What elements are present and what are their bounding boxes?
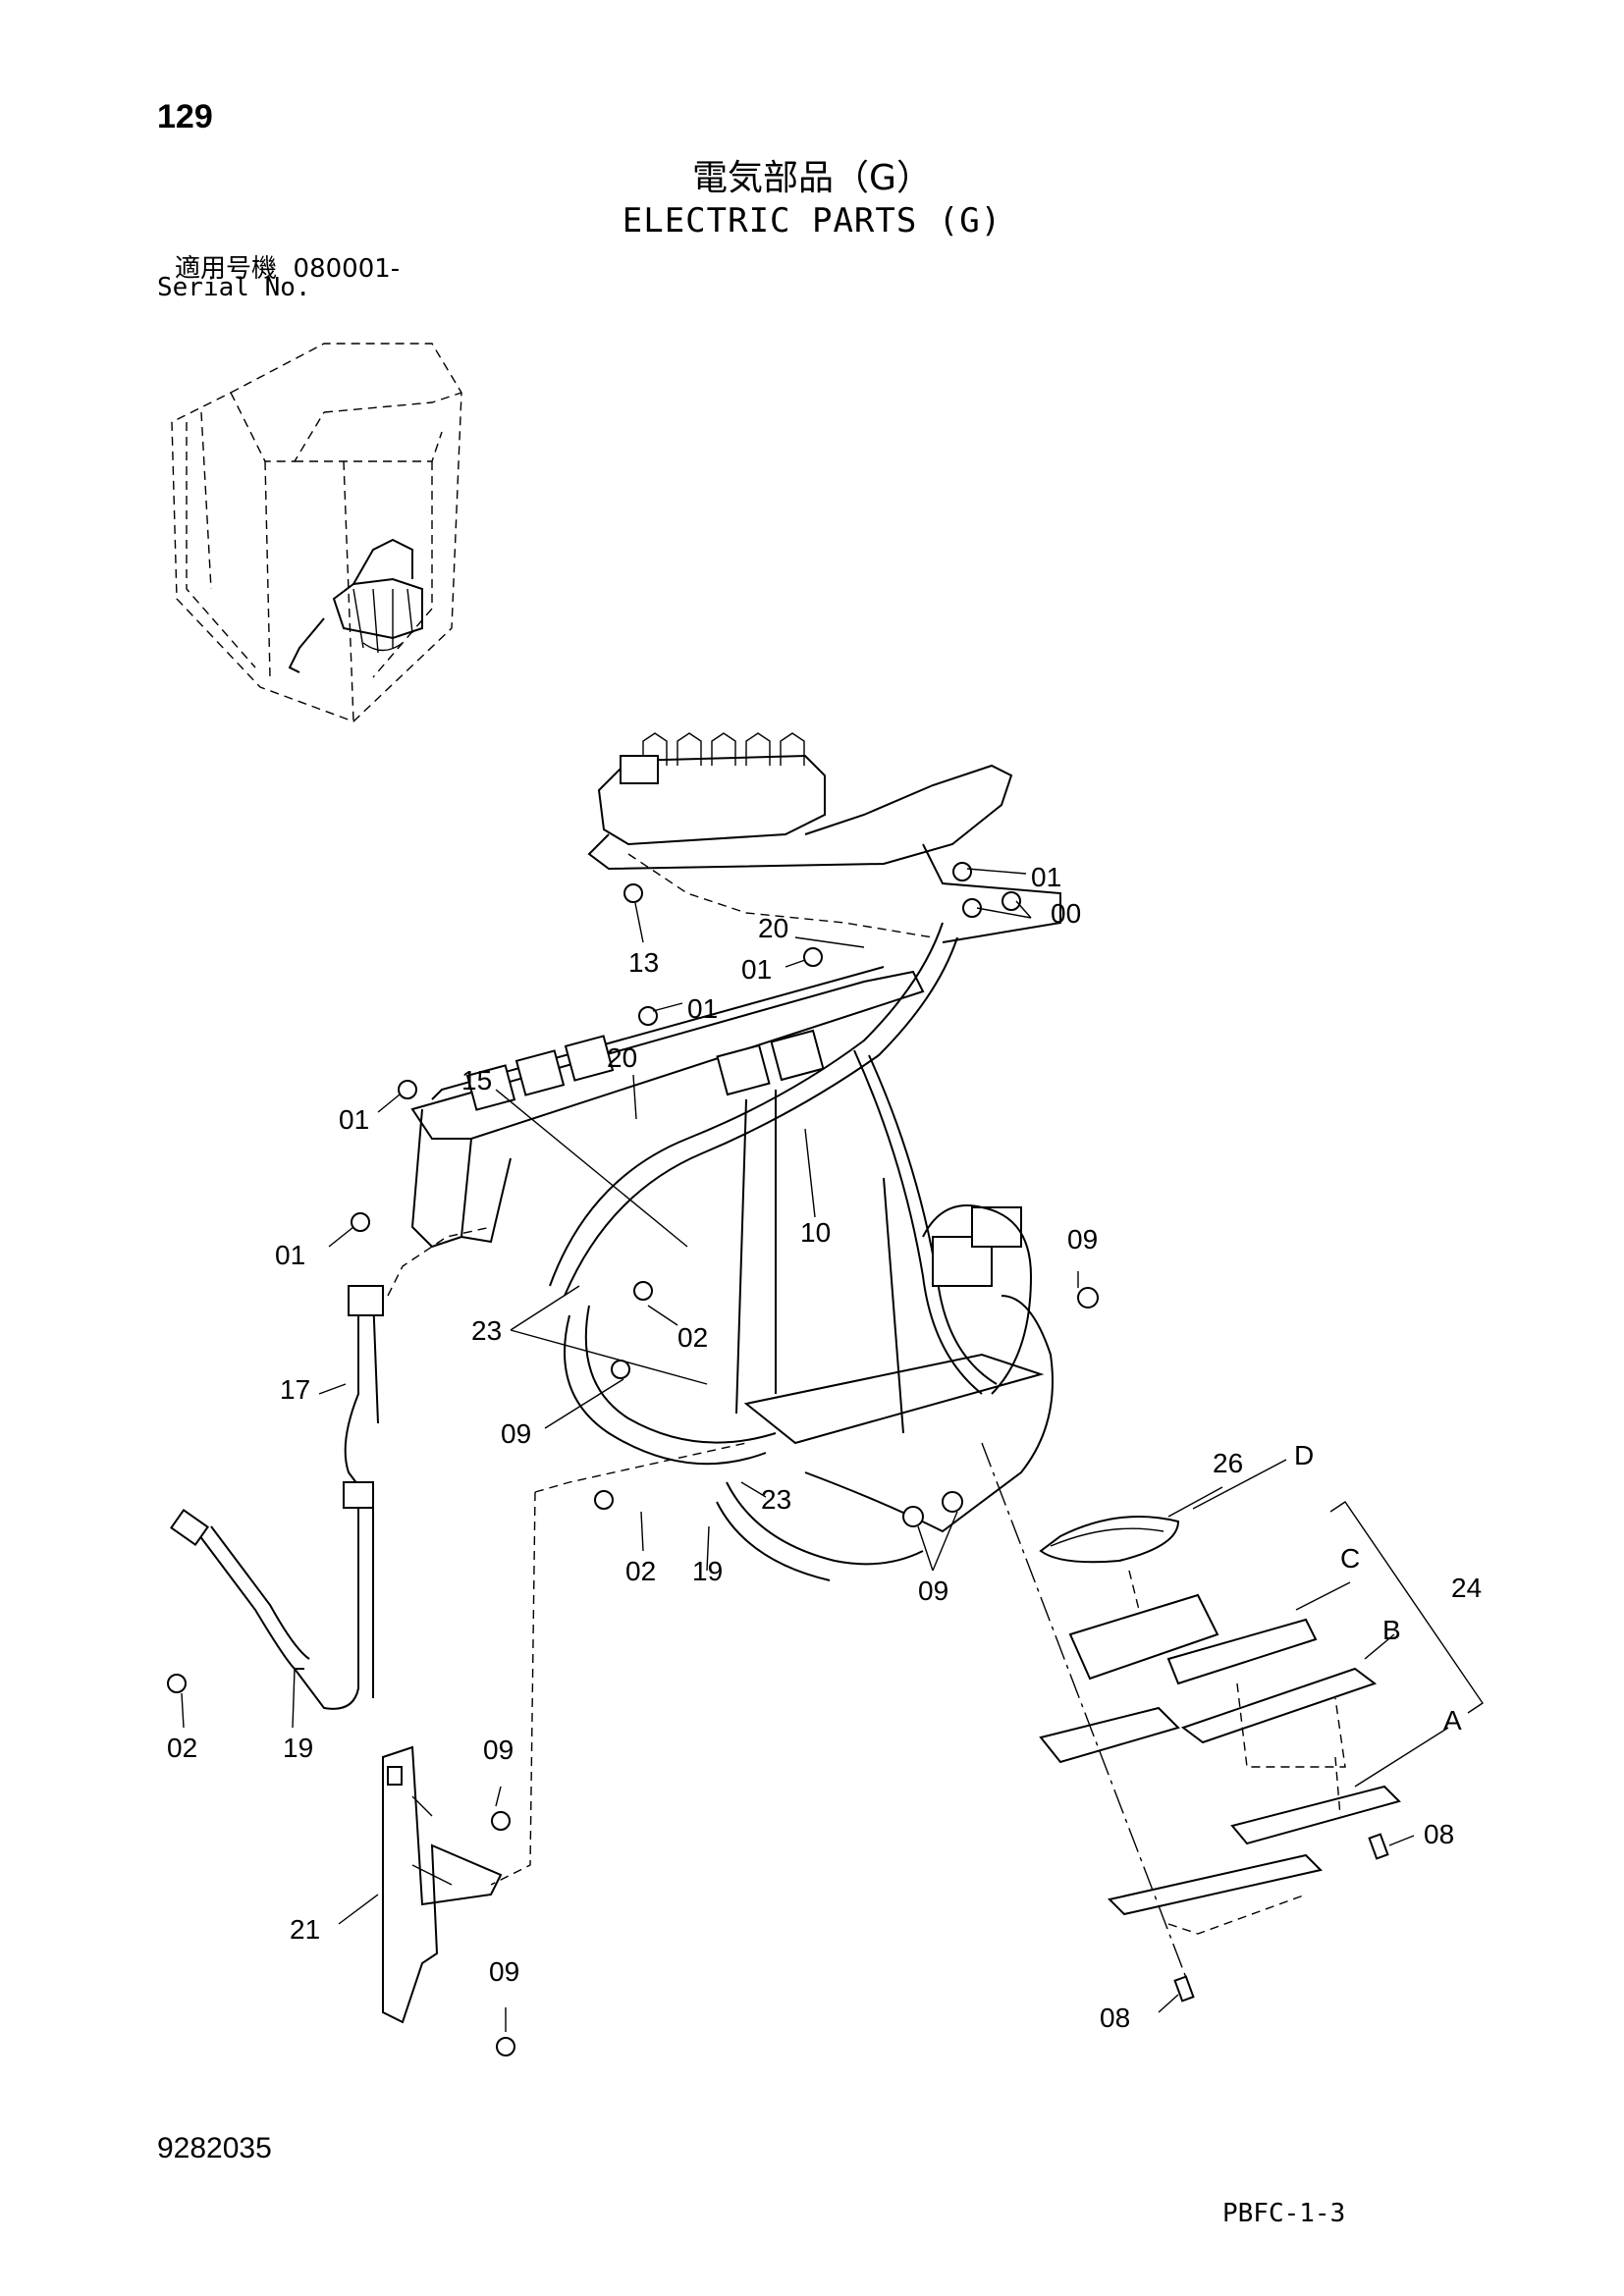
- serial-label-jp: 適用号機: [175, 254, 278, 284]
- callout-label: C: [1340, 1543, 1360, 1574]
- leader-lines: [181, 868, 1449, 2032]
- serial-value: 080001-: [293, 254, 401, 284]
- callout-label: 10: [800, 1217, 831, 1248]
- title-japanese: 電気部品（G）: [692, 158, 932, 198]
- page-code: PBFC-1-3: [1222, 2199, 1346, 2228]
- callout-label: 02: [167, 1733, 197, 1763]
- callout-label: 19: [283, 1733, 313, 1763]
- callout-label: 08: [1100, 2002, 1130, 2033]
- callout-label: D: [1294, 1440, 1314, 1470]
- callout-label: 01: [275, 1240, 305, 1270]
- callout-label: 17: [280, 1374, 310, 1405]
- callout-label: B: [1382, 1615, 1401, 1645]
- callout-label: 09: [483, 1735, 514, 1765]
- callout-label: 01: [687, 993, 718, 1024]
- callout-label: 19: [692, 1556, 723, 1586]
- callout-label: 09: [501, 1418, 531, 1449]
- callout-label: 23: [471, 1315, 502, 1346]
- callout-label: 26: [1213, 1448, 1243, 1478]
- callout-label: 15: [461, 1065, 492, 1095]
- callout-label: 01: [1031, 862, 1061, 892]
- title-english: ELECTRIC PARTS (G): [622, 201, 1002, 240]
- serial-label-en: Serial No.: [157, 273, 311, 302]
- serial-applicability-label: 適用号機 080001-: [175, 248, 400, 285]
- callout-label: 24: [1451, 1573, 1482, 1603]
- document-number: 9282035: [157, 2132, 272, 2164]
- callout-label: 13: [628, 947, 659, 978]
- callout-label: 20: [607, 1042, 637, 1073]
- callout-label: A: [1443, 1705, 1462, 1735]
- callout-label: 20: [758, 913, 788, 943]
- callout-label: 01: [741, 954, 772, 985]
- callout-label: 09: [918, 1575, 948, 1606]
- callout-label: 02: [677, 1322, 708, 1353]
- harness-assembly: [170, 732, 1061, 2024]
- callout-label: 01: [339, 1104, 369, 1135]
- callout-labels: 01 00 13 20 01 01 20 15 01 10 09 01 23 0…: [167, 862, 1482, 2033]
- callout-label: 09: [1067, 1224, 1098, 1255]
- callout-label: 23: [761, 1484, 791, 1515]
- bolt-icons: [167, 862, 1099, 2056]
- callout-label: 00: [1051, 898, 1081, 929]
- cab-overview-inset: [171, 343, 462, 722]
- callout-label: 08: [1424, 1819, 1454, 1849]
- page-number: 129: [157, 98, 213, 135]
- callout-label: 02: [625, 1556, 656, 1586]
- callout-label: 21: [290, 1914, 320, 1945]
- spacer-stack: [981, 1442, 1484, 2002]
- callout-label: 09: [489, 1956, 519, 1987]
